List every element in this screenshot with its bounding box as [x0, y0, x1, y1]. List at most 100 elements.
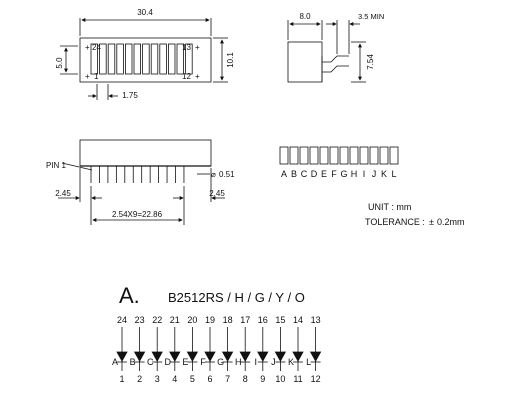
segment-letter: D: [311, 169, 318, 179]
segment-letter: G: [340, 169, 347, 179]
height-dimension-text: 7.54: [366, 54, 375, 70]
segment-letter: J: [372, 169, 377, 179]
top-view-segment: [159, 43, 167, 75]
segment-box: [359, 146, 369, 165]
top-view-segment: [167, 43, 176, 75]
pin-label-13: 13: [182, 43, 191, 52]
bottom-pin-number: 9: [260, 374, 265, 384]
led-diode-symbol: [116, 351, 128, 362]
bottom-pin-number: 6: [207, 374, 212, 384]
segment-boxes: [279, 146, 399, 165]
segment-box: [369, 146, 379, 165]
bottom-pin-number: 3: [155, 374, 160, 384]
top-pin-number: 17: [240, 315, 250, 325]
top-pin-number: 19: [205, 315, 215, 325]
depth-dimension-text: 8.0: [299, 12, 311, 21]
top-pin-number: 21: [170, 315, 180, 325]
left-offset-text: 2.45: [55, 189, 71, 198]
diode-label: E: [182, 357, 188, 367]
top-pin-number: 15: [275, 315, 285, 325]
pin1-leader-line: [61, 162, 93, 171]
segment-letter: K: [381, 169, 387, 179]
segment-letter: L: [391, 169, 396, 179]
top-view-segment: [185, 43, 193, 75]
segment-box: [319, 146, 329, 165]
top-view-body: [79, 37, 212, 83]
top-pin-number: 20: [187, 315, 197, 325]
segment-letter: C: [301, 169, 308, 179]
bottom-pin-number: 1: [119, 374, 124, 384]
led-diode-symbol: [309, 351, 322, 362]
top-view-segment: [176, 43, 184, 75]
top-pin-number: 23: [135, 315, 145, 325]
segment-letter: B: [291, 169, 297, 179]
segment-box: [309, 146, 319, 165]
led-diode-symbol: [169, 351, 181, 362]
front-view-leads: [90, 166, 185, 183]
top-view: [60, 18, 228, 100]
tolerance-label: TOLERANCE :: [365, 217, 425, 227]
top-pin-number: 18: [223, 315, 233, 325]
led-diode-symbol: [133, 351, 146, 362]
part-number: B2512RS / H / G / Y / O: [168, 290, 305, 305]
pin1-label: PIN 1: [46, 161, 67, 170]
segment-box: [279, 146, 289, 165]
top-view-segment: [90, 43, 98, 75]
tolerance-value: 0.2mm: [437, 217, 465, 227]
bottom-pin-number: 11: [293, 374, 302, 384]
pitch-dimension-text: 1.75: [122, 91, 138, 100]
front-view-body: [79, 139, 212, 167]
plus-minus-symbol: ±: [429, 217, 434, 227]
bottom-pin-number: 4: [172, 374, 177, 384]
diameter-symbol: ⌀: [211, 170, 216, 179]
top-view-segment: [150, 43, 159, 75]
side-view: [287, 20, 366, 83]
bottom-pin-number: 12: [311, 374, 321, 384]
pin-label-1: 1: [94, 72, 99, 81]
segment-letter: F: [331, 169, 337, 179]
diode-label: F: [200, 357, 206, 367]
top-pin-number: 24: [117, 315, 127, 325]
side-view-body: [287, 41, 323, 83]
pin-label-24: 24: [92, 43, 101, 52]
right-offset-text: 2.45: [209, 189, 225, 198]
side-view-lead: [322, 55, 349, 73]
diode-label: K: [288, 357, 294, 367]
front-view: [58, 139, 225, 225]
top-pin-number: 22: [152, 315, 162, 325]
diode-label: L: [306, 357, 311, 367]
plus-sign-top-left: +: [85, 43, 90, 52]
diode-label: H: [235, 357, 242, 367]
segment-box: [379, 146, 389, 165]
top-view-segments: [90, 43, 193, 75]
diode-label: B: [130, 357, 136, 367]
bottom-pin-number: 7: [225, 374, 230, 384]
bottom-pin-number: 8: [243, 374, 248, 384]
bottom-pin-number: 2: [137, 374, 142, 384]
top-view-segment: [125, 43, 133, 75]
led-diode-symbol: [151, 351, 163, 362]
bottom-pin-number: 10: [275, 374, 285, 384]
segment-letter: A: [281, 169, 287, 179]
segment-letter: E: [321, 169, 327, 179]
segment-layout: [279, 146, 399, 165]
unit-note: UNIT : mm: [368, 202, 411, 212]
plus-sign-top-right: +: [195, 43, 200, 52]
led-diode-symbol: [221, 351, 234, 362]
led-diode-symbol: [292, 351, 304, 362]
diode-label: A: [112, 357, 118, 367]
diode-label: J: [271, 357, 276, 367]
led-diode-symbol: [239, 351, 251, 362]
lead-length-text: 3.5 MIN: [358, 12, 384, 21]
lead-diameter-text: 0.51: [219, 170, 235, 179]
led-diode-symbol: [274, 351, 287, 362]
width-dimension-text: 30.4: [137, 8, 153, 17]
top-view-segment: [116, 43, 124, 75]
segment-box: [289, 146, 299, 165]
diode-label: G: [217, 357, 224, 367]
plus-sign-bottom-right: +: [195, 72, 200, 81]
segment-box: [339, 146, 349, 165]
segment-box: [299, 146, 309, 165]
variant-letter: A.: [119, 283, 140, 308]
